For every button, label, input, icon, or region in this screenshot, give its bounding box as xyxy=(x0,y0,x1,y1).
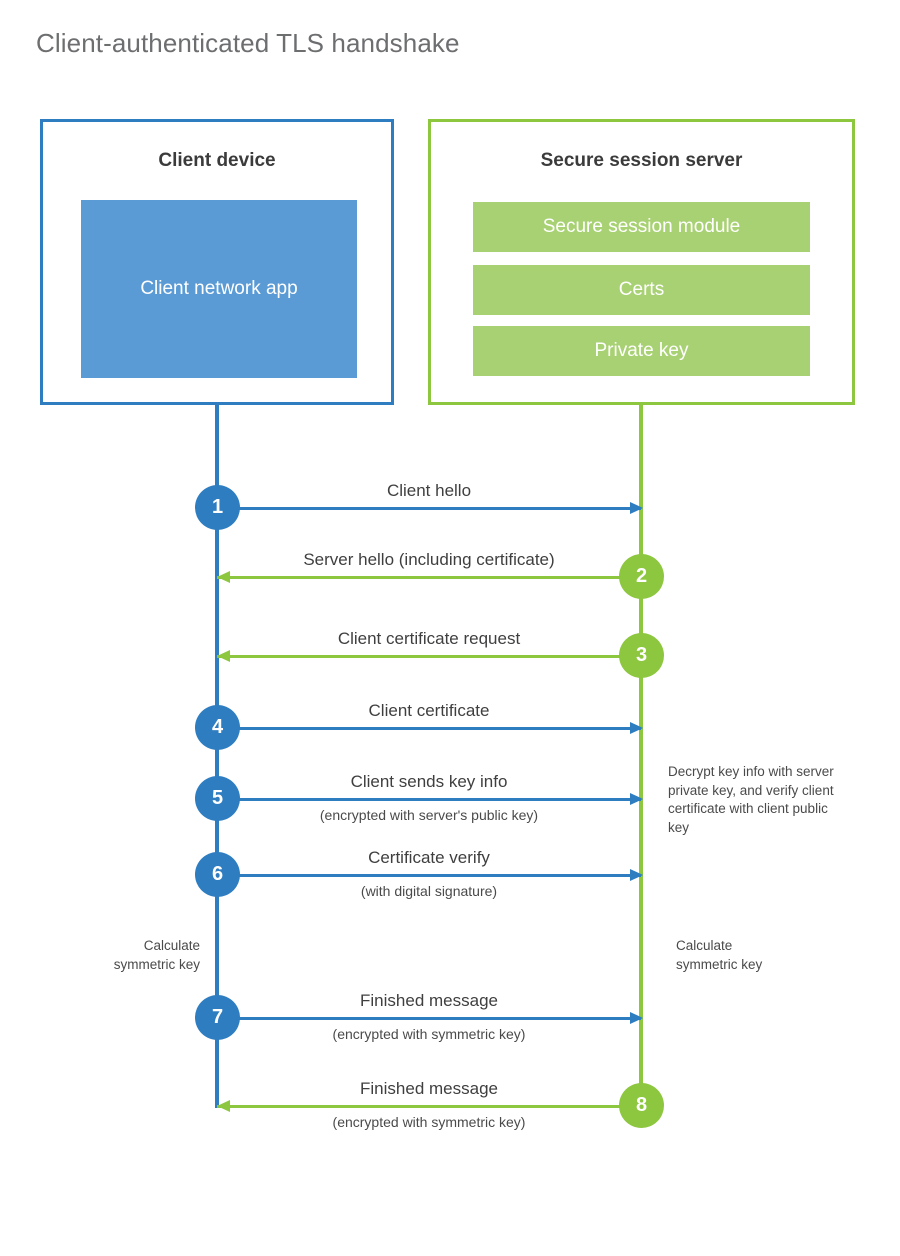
message-arrow-line xyxy=(217,576,641,579)
message-arrow-line xyxy=(217,655,641,658)
message-arrowhead-icon xyxy=(217,650,230,662)
annotation-server-calculate-symmetric-key: Calculate symmetric key xyxy=(676,938,763,972)
server-block-secure-session-module: Secure session module xyxy=(473,202,810,252)
step-badge-5: 5 xyxy=(195,776,240,821)
message-arrowhead-icon xyxy=(630,722,643,734)
step-badge-8: 8 xyxy=(619,1083,664,1128)
server-block-certs: Certs xyxy=(473,265,810,315)
message-label: Certificate verify xyxy=(368,848,490,867)
step-badge-2: 2 xyxy=(619,554,664,599)
message-arrowhead-icon xyxy=(217,571,230,583)
participant-title-client: Client device xyxy=(158,150,276,171)
participant-box-client: Client device Client network app xyxy=(40,119,394,405)
step-badge-4: 4 xyxy=(195,705,240,750)
annotation-server-decrypt: Decrypt key info with server private key… xyxy=(668,764,834,835)
server-block-label: Private key xyxy=(594,340,689,361)
message-arrow-line xyxy=(217,507,641,510)
message-sublabel: (encrypted with server's public key) xyxy=(319,807,539,823)
message-label: Server hello (including certificate) xyxy=(303,550,555,569)
message-label: Client certificate request xyxy=(337,629,521,648)
message-sublabel: (with digital signature) xyxy=(360,883,498,899)
step-badge-3: 3 xyxy=(619,633,664,678)
lifeline-server xyxy=(639,405,643,1107)
step-badge-1: 1 xyxy=(195,485,240,530)
message-arrow-line xyxy=(217,1105,641,1108)
message-arrow-line xyxy=(217,727,641,730)
message-arrow-line xyxy=(217,798,641,801)
page-title: Client-authenticated TLS handshake xyxy=(36,28,460,58)
message-arrow-line xyxy=(217,1017,641,1020)
participant-box-server: Secure session server Secure session mod… xyxy=(428,119,855,405)
lifeline-client xyxy=(215,405,219,1108)
message-arrowhead-icon xyxy=(630,502,643,514)
message-arrow-line xyxy=(217,874,641,877)
message-label: Finished message xyxy=(360,1079,498,1098)
message-label: Client sends key info xyxy=(350,772,508,791)
server-block-label: Secure session module xyxy=(542,216,741,237)
participant-title-server: Secure session server xyxy=(540,150,743,171)
message-arrowhead-icon xyxy=(217,1100,230,1112)
message-arrowhead-icon xyxy=(630,1012,643,1024)
server-block-label: Certs xyxy=(618,279,665,300)
client-network-app-block: Client network app xyxy=(81,200,357,378)
step-badge-7: 7 xyxy=(195,995,240,1040)
message-arrowhead-icon xyxy=(630,869,643,881)
message-label: Finished message xyxy=(360,991,498,1010)
message-sublabel: (encrypted with symmetric key) xyxy=(332,1026,526,1042)
message-sublabel: (encrypted with symmetric key) xyxy=(332,1114,526,1130)
message-label: Client certificate xyxy=(368,701,490,720)
client-network-app-label: Client network app xyxy=(140,278,298,300)
message-arrowhead-icon xyxy=(630,793,643,805)
annotation-client-calculate-symmetric-key: Calculate symmetric key xyxy=(113,938,200,972)
step-badge-6: 6 xyxy=(195,852,240,897)
message-label: Client hello xyxy=(386,481,472,500)
server-block-private-key: Private key xyxy=(473,326,810,376)
